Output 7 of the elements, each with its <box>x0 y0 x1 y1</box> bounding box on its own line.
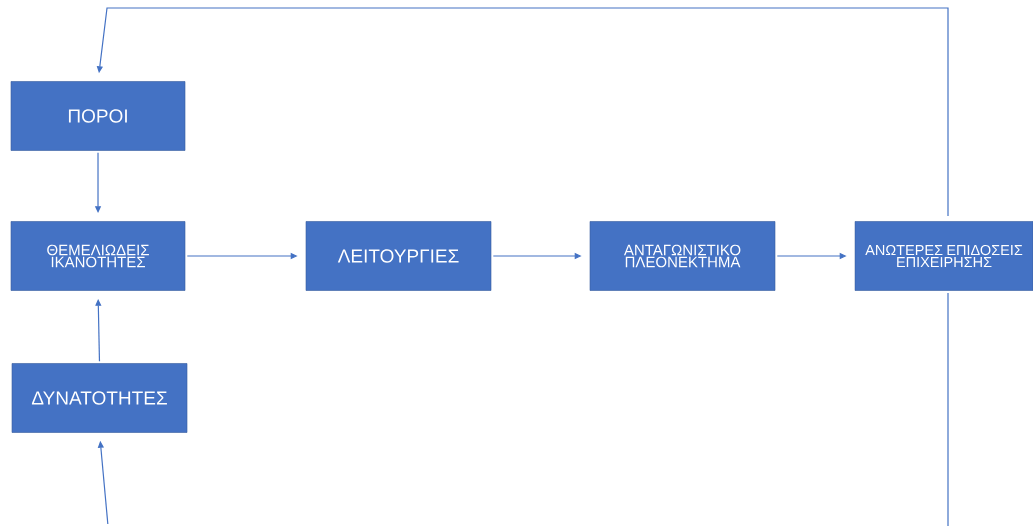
process-box: ΘΕΜΕΛΙΩΔΕΙΣ ΙΚΑΝΟΤΗΤΕΣ <box>10 221 186 291</box>
process-box: ΠΟΡΟΙ <box>10 81 186 151</box>
arrow <box>96 7 949 526</box>
process-box: ΔΥΝΑΤΟΤΗΤΕΣ <box>11 363 188 433</box>
process-box: ΛΕΙΤΟΥΡΓΙΕΣ <box>305 221 492 291</box>
process-box: ΑΝΩΤΕΡΕΣ ΕΠΙΔΟΣΕΙΣ ΕΠΙΧΕΙΡΗΣΗΣ <box>854 221 1033 291</box>
process-box: ΑΝΤΑΓΩΝΙΣΤΙΚΟ ΠΛΕΟΝΕΚΤΗΜΑ <box>589 221 776 291</box>
